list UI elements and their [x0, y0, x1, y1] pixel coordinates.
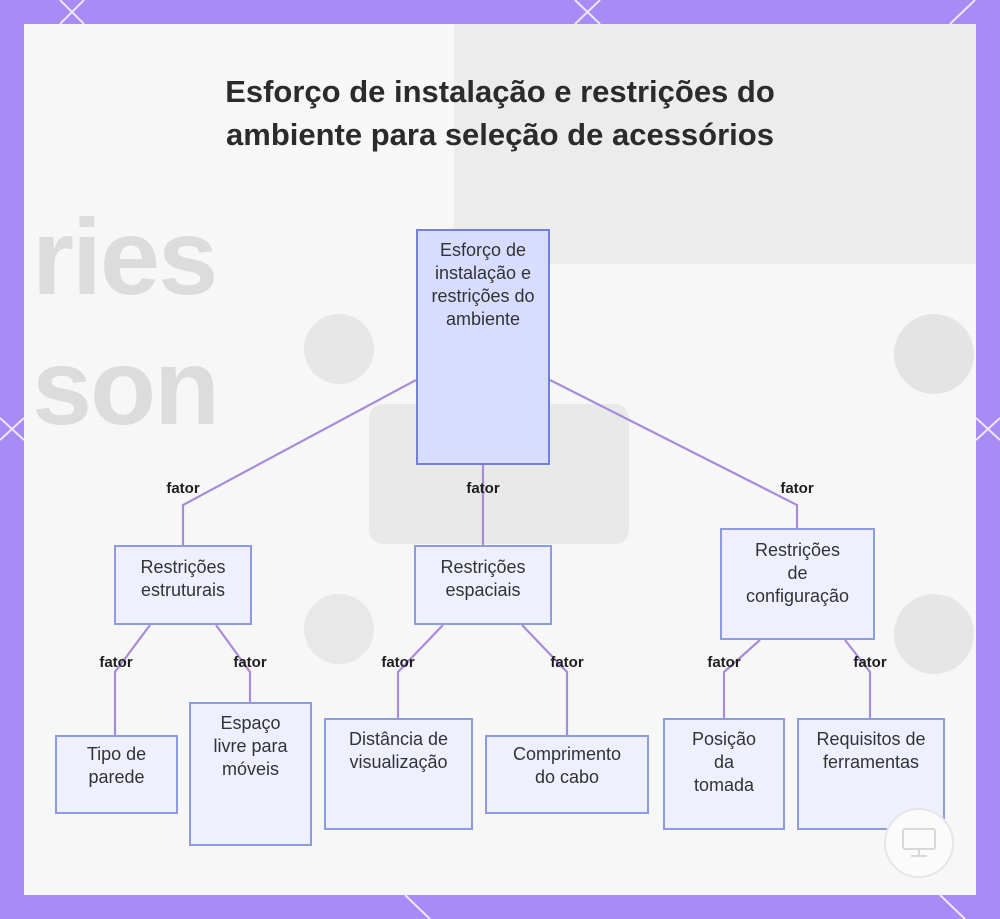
monitor-logo-icon: [884, 808, 954, 878]
diagram-title: Esforço de instalação e restrições do am…: [225, 74, 775, 152]
edge-root-estruturais: [181, 379, 417, 545]
node-tipo-de-parede: Tipo de parede: [55, 735, 178, 814]
background-text-2: son: [32, 326, 220, 447]
edge-label: fator: [466, 480, 500, 497]
node-distancia-visualizacao: Distância de visualização: [324, 718, 473, 830]
node-root-label: Esforço de instalação e restrições do am…: [431, 240, 535, 329]
node-label: Comprimento do cabo: [512, 744, 622, 787]
edge-label: fator: [233, 654, 267, 671]
node-root: Esforço de instalação e restrições do am…: [416, 229, 550, 465]
background-circle: [894, 594, 974, 674]
edge-root-configuracao: [549, 379, 799, 528]
background-circle: [304, 594, 374, 664]
edge-label: fator: [550, 654, 584, 671]
edge-label: fator: [99, 654, 133, 671]
background-circle: [894, 314, 974, 394]
node-posicao-tomada: Posição da tomada: [663, 718, 785, 830]
node-espaco-livre: Espaço livre para móveis: [189, 702, 312, 846]
node-comprimento-cabo: Comprimento do cabo: [485, 735, 649, 814]
edge-configuracao-requisitos: [844, 639, 872, 718]
node-label: Requisitos de ferramentas: [816, 729, 926, 772]
node-label: Posição da tomada: [691, 729, 757, 795]
edge-espaciais-distancia: [396, 624, 444, 718]
background-circle: [304, 314, 374, 384]
edge-configuracao-posicao: [722, 639, 761, 718]
node-label: Restrições espaciais: [440, 557, 526, 600]
node-label: Distância de visualização: [348, 729, 449, 772]
edge-label: fator: [166, 480, 200, 497]
background-panel: [454, 24, 976, 264]
node-requisitos-ferramentas: Requisitos de ferramentas: [797, 718, 945, 830]
edge-label: fator: [853, 654, 887, 671]
edge-label: fator: [381, 654, 415, 671]
edge-estruturais-tipo: [113, 624, 151, 735]
edge-espaciais-comprimento: [521, 624, 569, 735]
node-label: Restrições estruturais: [140, 557, 226, 600]
edge-estruturais-espaco: [215, 624, 252, 702]
edge-label: fator: [707, 654, 741, 671]
edge-label: fator: [780, 480, 814, 497]
background-text-1: ries: [32, 196, 218, 317]
node-restricoes-configuracao: Restrições de configuração: [720, 528, 875, 640]
node-label: Restrições de configuração: [745, 540, 850, 606]
node-label: Tipo de parede: [86, 744, 147, 787]
node-restricoes-estruturais: Restrições estruturais: [114, 545, 252, 625]
node-label: Espaço livre para móveis: [213, 713, 288, 779]
node-restricoes-espaciais: Restrições espaciais: [414, 545, 552, 625]
